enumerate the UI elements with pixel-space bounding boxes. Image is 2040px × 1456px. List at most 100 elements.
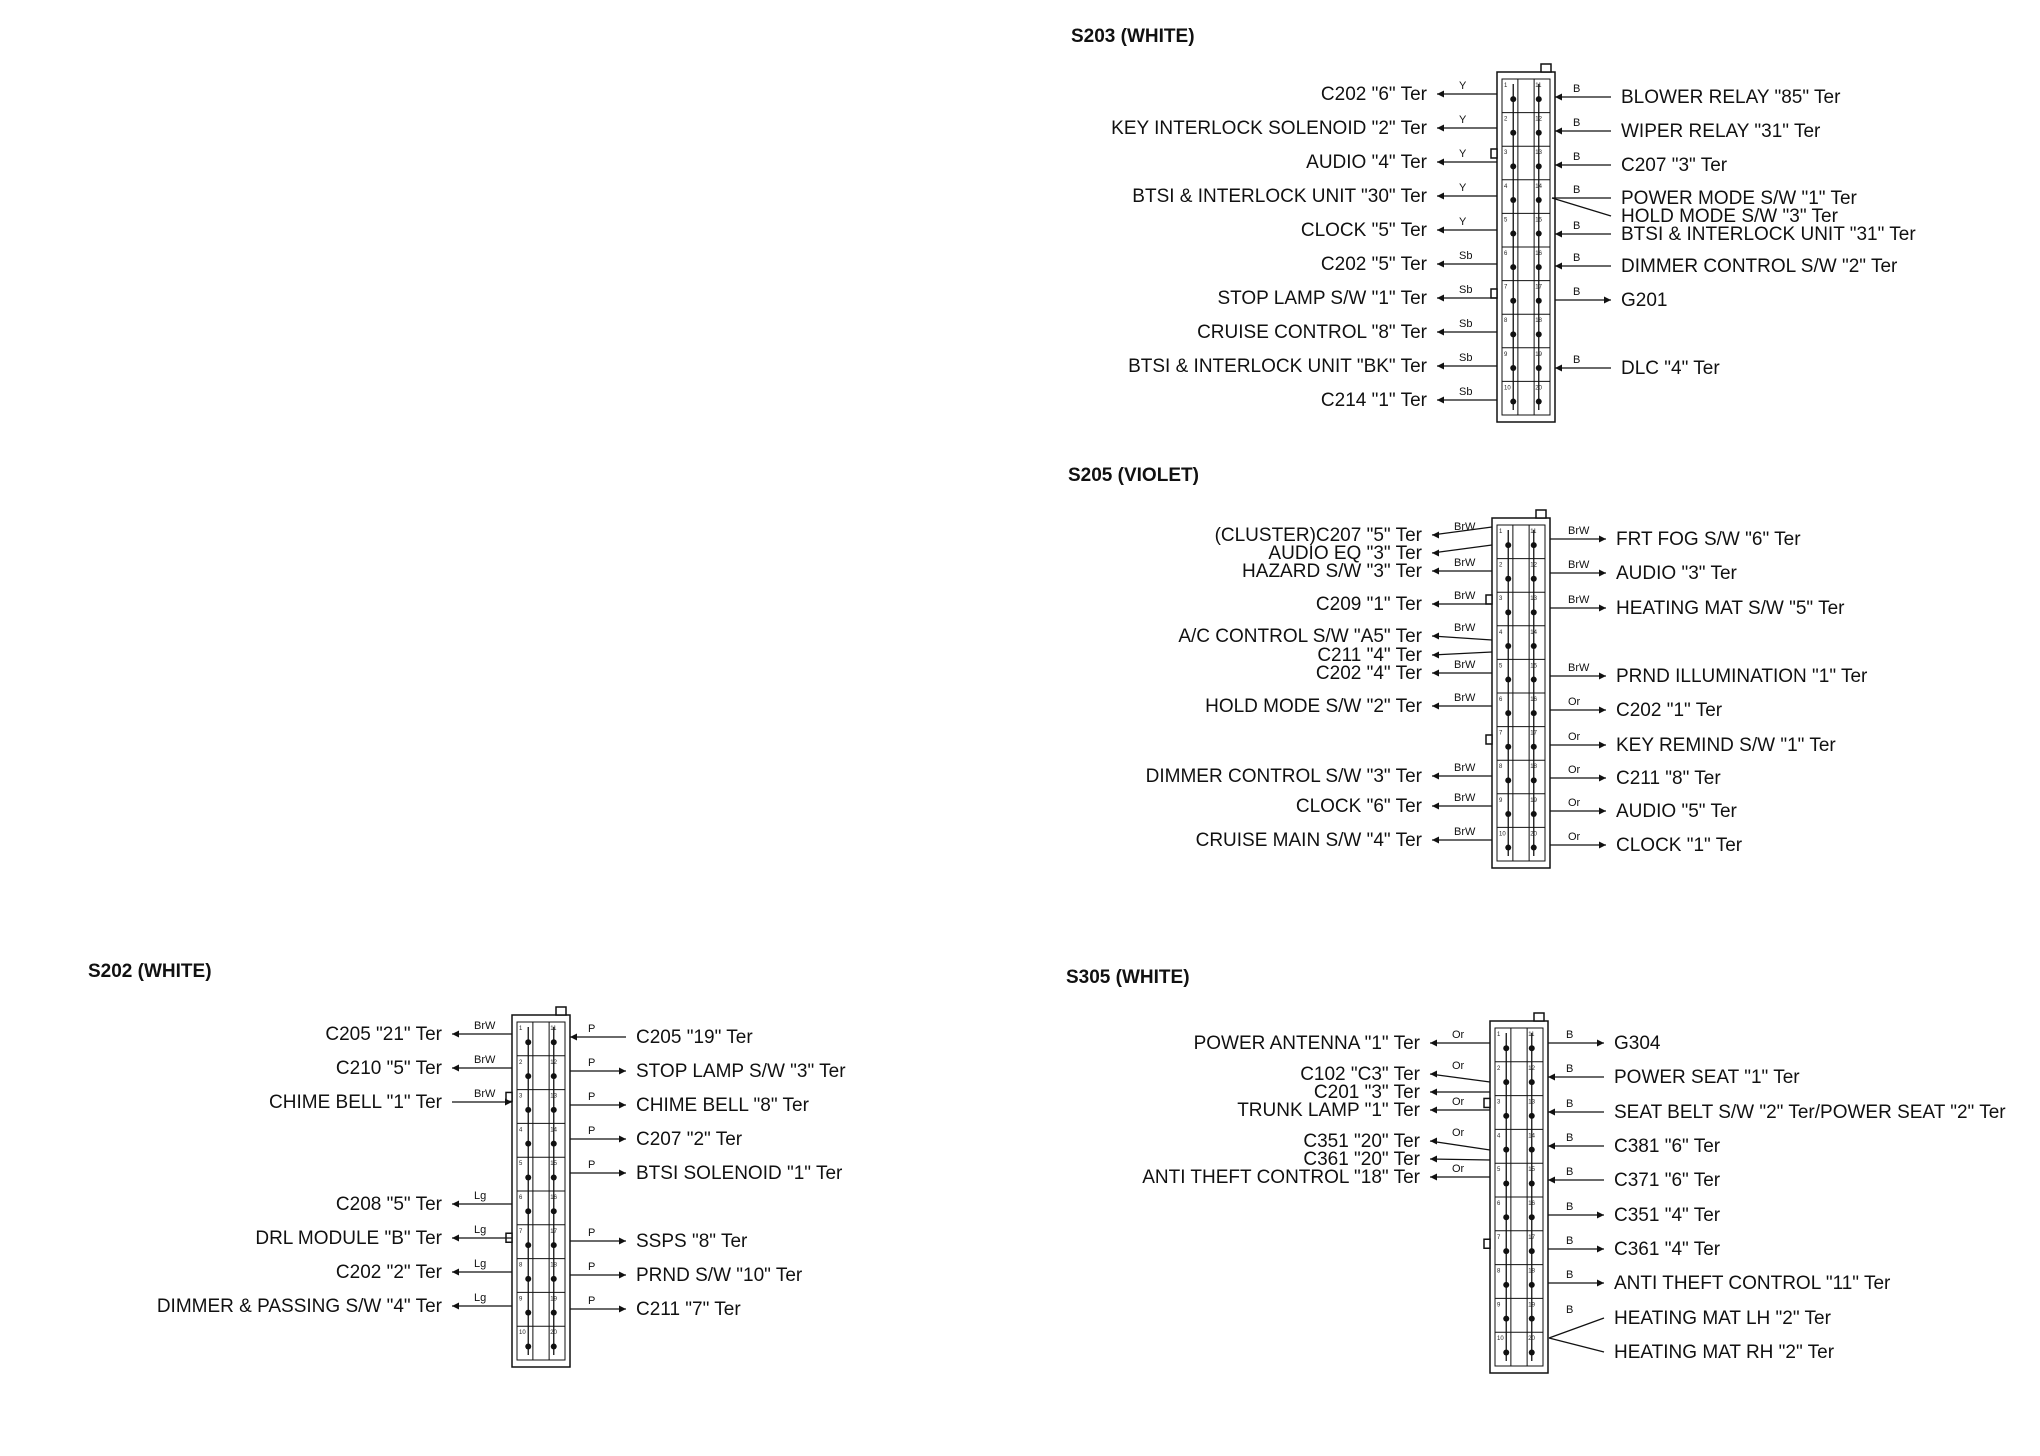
wire-line (1548, 1337, 1605, 1353)
wire-arrowhead (1555, 127, 1562, 135)
wire-color-code: Or (1568, 831, 1581, 843)
wire-arrowhead (1548, 1176, 1555, 1184)
right-terminal-label: DIMMER CONTROL S/W "2" Ter (1621, 256, 1898, 277)
wire-color-code: B (1566, 1132, 1573, 1144)
left-terminal-label: DRL MODULE "B" Ter (255, 1228, 442, 1249)
pin-number: 5 (1499, 663, 1503, 669)
left-terminal-label: KEY INTERLOCK SOLENOID "2" Ter (1111, 118, 1428, 139)
wire-arrowhead (1437, 294, 1444, 302)
wire-color-code: Sb (1459, 352, 1472, 364)
right-terminal-label: BTSI & INTERLOCK UNIT "31" Ter (1621, 224, 1916, 245)
wire-color-code: B (1566, 1201, 1573, 1213)
wire-color-code: Lg (474, 1190, 486, 1202)
wire-color-code: Or (1452, 1096, 1465, 1108)
wire-color-code: B (1573, 220, 1580, 232)
wire-line (1429, 1158, 1491, 1161)
right-terminal-label: CHIME BELL "8" Ter (636, 1095, 810, 1116)
pin-number: 1 (519, 1026, 523, 1032)
wire-arrowhead (570, 1033, 577, 1041)
wire-color-code: BrW (1454, 659, 1476, 671)
pin-number: 8 (1504, 318, 1508, 324)
left-terminal-label: C214 "1" Ter (1321, 390, 1428, 411)
connector-title: S205 (VIOLET) (1068, 465, 1199, 486)
wire-color-code: BrW (1454, 762, 1476, 774)
pin-number: 2 (1499, 563, 1503, 569)
wire-color-code: Sb (1459, 250, 1472, 262)
right-terminal-label: DLC "4" Ter (1621, 358, 1720, 379)
wire-color-code: P (588, 1159, 595, 1171)
wire-color-code: B (1566, 1098, 1573, 1110)
left-terminal-label: ANTI THEFT CONTROL "18" Ter (1142, 1167, 1420, 1188)
right-terminal-label: C207 "3" Ter (1621, 155, 1728, 176)
right-terminal-label: AUDIO "3" Ter (1616, 563, 1738, 584)
wire-arrowhead (1432, 802, 1439, 810)
wire-color-code: BrW (1568, 525, 1590, 537)
wire-color-code: BrW (1454, 826, 1476, 838)
pin-number: 10 (1499, 831, 1506, 837)
wire-arrowhead (1432, 567, 1439, 575)
wire-arrowhead (1599, 774, 1606, 782)
right-terminal-label: C211 "7" Ter (636, 1299, 741, 1320)
right-wire: B BTSI & INTERLOCK UNIT "31" Ter (1555, 220, 1916, 245)
wire-color-code: Sb (1459, 386, 1472, 398)
wire-arrowhead (1555, 230, 1562, 238)
wire-color-code: Or (1568, 731, 1581, 743)
wire-color-code: Y (1459, 114, 1467, 126)
wire-arrowhead (1599, 569, 1606, 577)
left-terminal-label: AUDIO EQ "3" Ter (1268, 543, 1422, 564)
wire-color-code: BrW (1454, 590, 1476, 602)
wire-color-code: P (588, 1227, 595, 1239)
wire-color-code: BrW (1454, 521, 1476, 533)
connector-title: S202 (WHITE) (88, 961, 212, 982)
wire-color-code: BrW (474, 1020, 496, 1032)
pin-number: 1 (1504, 83, 1508, 89)
pin-number: 4 (1504, 184, 1508, 190)
wire-arrowhead (1430, 1088, 1437, 1096)
wire-color-code: BrW (1568, 662, 1590, 674)
wire-arrowhead (1432, 531, 1439, 539)
wire-color-code: Y (1459, 80, 1467, 92)
wire-color-code: Lg (474, 1224, 486, 1236)
wire-arrowhead (1437, 362, 1444, 370)
left-terminal-label: BTSI & INTERLOCK UNIT "30" Ter (1132, 186, 1427, 207)
wire-arrowhead (1599, 706, 1606, 714)
left-terminal-label: A/C CONTROL S/W "A5" Ter (1178, 626, 1422, 647)
left-terminal-label: C361 "20" Ter (1303, 1149, 1420, 1170)
right-terminal-label: C361 "4" Ter (1614, 1239, 1721, 1260)
right-terminal-label: POWER MODE S/W "1" Ter (1621, 188, 1858, 209)
connector-side-notch (1485, 734, 1493, 745)
wire-line (1431, 544, 1493, 554)
wire-arrowhead (1432, 600, 1439, 608)
pin-number: 4 (519, 1127, 523, 1133)
left-terminal-label: C351 "20" Ter (1303, 1131, 1420, 1152)
pin-number: 3 (1497, 1100, 1501, 1106)
wire-arrowhead (1437, 192, 1444, 200)
wire-color-code: P (588, 1091, 595, 1103)
right-wire: HEATING MAT RH "2" Ter (1548, 1337, 1835, 1363)
connector-side-notch (1490, 148, 1498, 159)
pin-number: 3 (1499, 596, 1503, 602)
wire-arrowhead (1430, 1137, 1437, 1145)
pin-number: 10 (1504, 385, 1511, 391)
wire-arrowhead (619, 1135, 626, 1143)
wire-color-code: P (588, 1261, 595, 1273)
